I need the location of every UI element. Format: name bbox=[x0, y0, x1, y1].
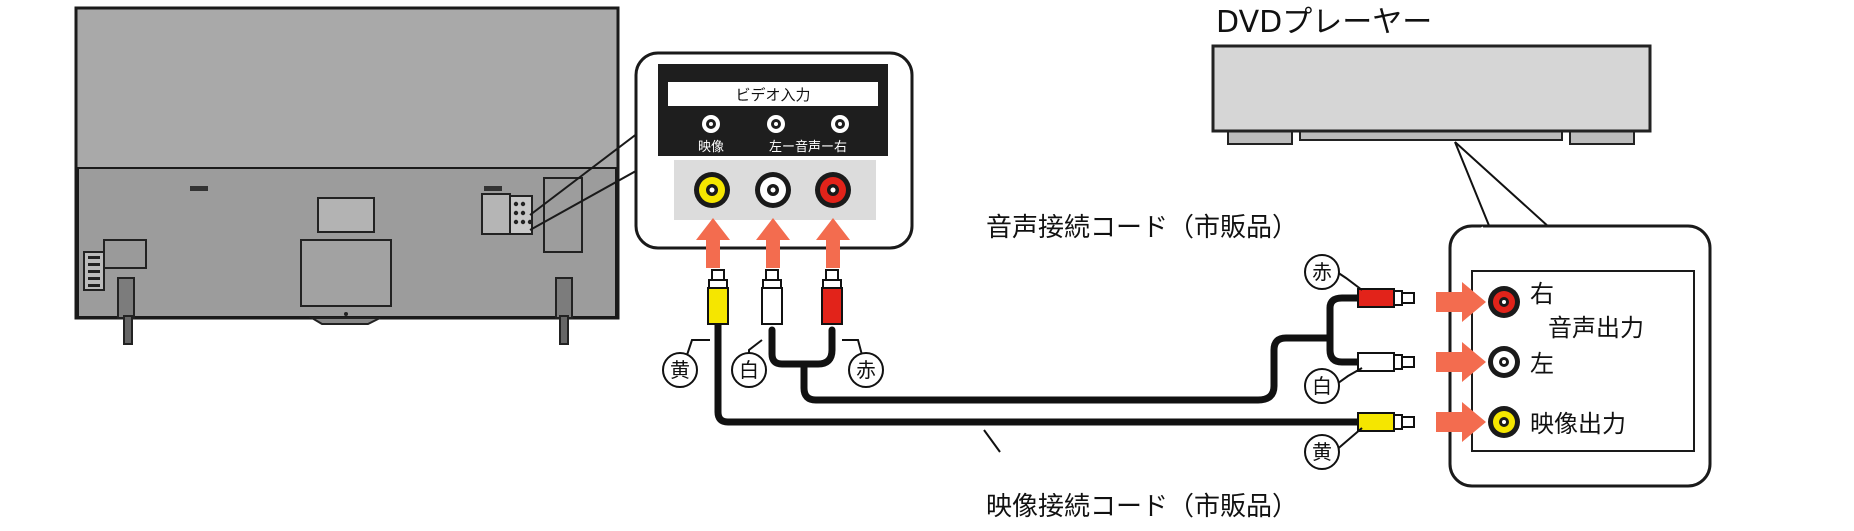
audio-cable-label: 音声接続コード（市販品） bbox=[986, 213, 1298, 243]
plug-tags bbox=[662, 254, 1340, 470]
jack-yellow bbox=[694, 172, 730, 208]
dvd-out-video: 映像出力 bbox=[1530, 410, 1626, 438]
dvd-player-label: DVDプレーヤー bbox=[1216, 5, 1432, 40]
tv-jack-panel: ビデオ入力 映像 左ー音声ー右 bbox=[634, 51, 914, 250]
tv-vent-right bbox=[484, 186, 502, 191]
arrow-right-icon bbox=[1436, 342, 1486, 382]
jack-red bbox=[815, 172, 851, 208]
tv-stand-mount bbox=[300, 239, 392, 307]
dvd-out-audio: 音声出力 bbox=[1548, 314, 1644, 342]
jack-label-audio: 左ー音声ー右 bbox=[769, 139, 847, 155]
tv-panel-title: ビデオ入力 bbox=[735, 86, 810, 104]
audio-cable bbox=[768, 294, 1364, 404]
tv-av-terminal-box bbox=[509, 195, 533, 235]
tag-tv-yellow: 黄 bbox=[670, 358, 690, 382]
dvd-out-right: 右 bbox=[1530, 280, 1554, 308]
tag-dvd-white: 白 bbox=[1312, 374, 1332, 398]
tv-label-plate bbox=[317, 197, 375, 233]
tag-tv-red: 赤 bbox=[856, 358, 876, 382]
arrow-up-icon bbox=[756, 218, 790, 268]
dvd-side-plugs bbox=[1357, 288, 1415, 432]
tv-vent-left bbox=[190, 186, 208, 191]
jack-label-video: 映像 bbox=[698, 140, 724, 155]
header-jacks bbox=[702, 115, 849, 133]
tv-insert-arrows bbox=[696, 218, 850, 268]
dvd-output-panel: 右 音声出力 左 映像出力 bbox=[1448, 224, 1712, 488]
dvd-body bbox=[1211, 44, 1652, 133]
arrow-right-icon bbox=[1436, 402, 1486, 442]
arrow-up-icon bbox=[816, 218, 850, 268]
dvd-jack-red bbox=[1488, 286, 1520, 318]
cables bbox=[714, 294, 1364, 426]
dvd-insert-arrows bbox=[1436, 282, 1486, 442]
dvd-jack-white bbox=[1488, 346, 1520, 378]
tv-panel-header bbox=[658, 64, 888, 156]
dvd-jack-yellow bbox=[1488, 406, 1520, 438]
dvd-out-left: 左 bbox=[1530, 350, 1554, 378]
tag-dvd-red: 赤 bbox=[1312, 260, 1332, 284]
tag-tv-white: 白 bbox=[739, 358, 759, 382]
jack-white bbox=[755, 172, 791, 208]
arrow-right-icon bbox=[1436, 282, 1486, 322]
tv-side-plugs bbox=[707, 269, 843, 325]
video-cable bbox=[714, 318, 1364, 426]
arrow-up-icon bbox=[696, 218, 730, 268]
tv-rear bbox=[74, 6, 620, 345]
tag-dvd-yellow: 黄 bbox=[1312, 440, 1332, 464]
dvd-player bbox=[1211, 44, 1652, 145]
video-cable-label: 映像接続コード（市販品） bbox=[986, 492, 1298, 522]
